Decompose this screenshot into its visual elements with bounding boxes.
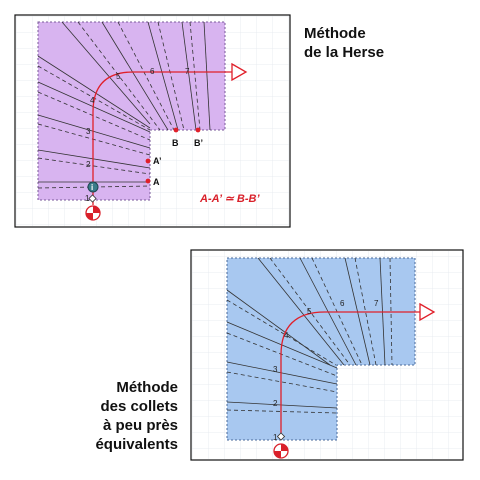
bottom-step-6: 6 (340, 299, 345, 308)
bottom-step-7: 7 (374, 299, 379, 308)
point-A-dot (145, 178, 151, 184)
point-A-prime-dot (145, 158, 151, 164)
top-arrow-head (231, 62, 248, 82)
bottom-start-number: 1 (273, 433, 278, 442)
top-title-line2: de la Herse (304, 44, 384, 61)
equation-label: A-A’ ≃ B-B’ (199, 193, 260, 205)
top-info-letter: i (91, 183, 93, 192)
top-start-diamond (88, 194, 97, 203)
top-walking-line (92, 71, 232, 205)
top-step-3: 3 (86, 127, 91, 136)
bottom-start-diamond (276, 432, 286, 441)
bottom-title-line1: Méthode (116, 379, 178, 396)
bottom-panel: 2 3 4 5 6 7 1 (190, 249, 464, 461)
bottom-walking-line (280, 311, 420, 440)
label-A: A (153, 177, 160, 187)
point-B-dot (173, 127, 179, 133)
bottom-arrow-head (419, 302, 436, 322)
bottom-title-line4: équivalents (95, 436, 178, 453)
bottom-step-3: 3 (273, 365, 278, 374)
top-stair-treads (37, 21, 211, 189)
top-step-6: 6 (150, 67, 155, 76)
label-B: B (172, 138, 179, 148)
bottom-step-4: 4 (284, 331, 289, 340)
bottom-stair-treads (226, 257, 393, 414)
bottom-stair-shape (226, 257, 416, 441)
bottom-title-line2: des collets (100, 398, 178, 415)
bottom-step-2: 2 (273, 399, 278, 408)
label-B-prime: B’ (194, 138, 203, 148)
top-panel: 2 3 4 5 6 7 A A’ B B’ A-A’ ≃ B-B’ i 1 (14, 14, 291, 228)
top-step-7: 7 (185, 67, 190, 76)
top-info-badge (87, 181, 99, 193)
top-start-symbol (85, 205, 101, 221)
point-B-prime-dot (195, 127, 201, 133)
top-step-5: 5 (116, 72, 121, 81)
top-step-4: 4 (90, 96, 95, 105)
bottom-start-symbol (273, 443, 289, 459)
bottom-title-line3: à peu près (103, 417, 178, 434)
top-step-2: 2 (86, 160, 91, 169)
bottom-step-5: 5 (307, 307, 312, 316)
top-title-line1: Méthode (304, 25, 366, 42)
label-A-prime: A’ (153, 156, 162, 166)
top-start-number: 1 (85, 194, 90, 203)
